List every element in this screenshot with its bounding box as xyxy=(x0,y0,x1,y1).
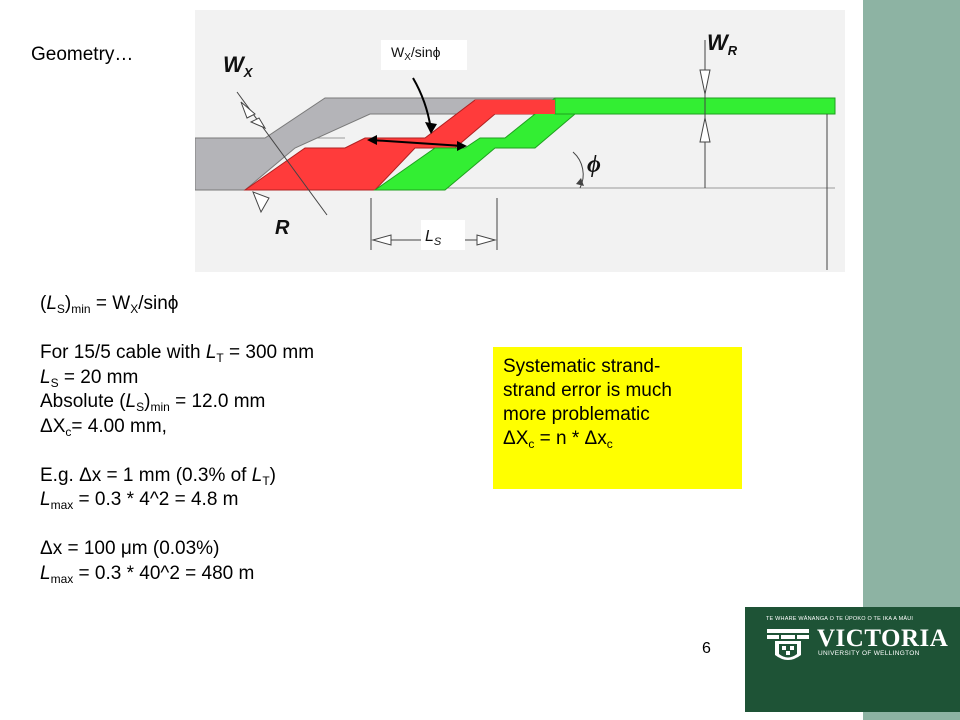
callout-arrow-icon xyxy=(425,122,437,134)
callout-line: strand error is much xyxy=(503,380,672,401)
callout-line: Systematic strand- xyxy=(503,356,661,377)
wx-sin-callout-label: WX/sinϕ xyxy=(391,44,441,63)
wr-arrow-icon xyxy=(699,117,711,143)
wx-arrow-icon xyxy=(249,117,267,130)
callout-formula: ΔXc = n * Δxc xyxy=(503,428,613,451)
callout-label-bg xyxy=(381,40,467,70)
logo-name: VICTORIA xyxy=(817,625,949,652)
ls-label: LS xyxy=(425,228,442,248)
wx-arrow-icon xyxy=(240,101,256,119)
double-arrow-head-icon xyxy=(457,141,467,151)
ls-min-formula: (LS)min = WX/sinϕ xyxy=(40,293,179,316)
delta-x-micron-line: Δx = 100 μm (0.03%) xyxy=(40,538,220,559)
cable-line: For 15/5 cable with LT = 300 mm xyxy=(40,342,315,365)
r-label: R xyxy=(275,217,290,239)
logo-subtitle: UNIVERSITY OF WELLINGTON xyxy=(818,650,920,657)
lmax-line-1: Lmax = 0.3 * 4^2 = 4.8 m xyxy=(40,489,239,512)
wr-arrow-icon xyxy=(699,69,711,95)
ls-label-bg xyxy=(421,220,465,250)
example-line: E.g. Δx = 1 mm (0.3% of LT) xyxy=(40,464,276,488)
phi-arrow-icon xyxy=(576,178,584,186)
logo-tagline: TE WHARE WĀNANGA O TE ŪPOKO O TE IKA A M… xyxy=(766,616,914,622)
body-text: (LS)min = WX/sinϕ For 15/5 cable with LT… xyxy=(40,292,314,586)
page-number: 6 xyxy=(702,640,711,657)
crest-icon xyxy=(767,629,809,660)
r-arrow-icon xyxy=(252,191,270,214)
systematic-error-callout: Systematic strand- strand error is much … xyxy=(493,347,742,489)
absolute-ls-min-line: Absolute (LS)min = 12.0 mm xyxy=(40,391,266,414)
delta-xc-line: ΔXc= 4.00 mm, xyxy=(40,415,167,439)
green-strand-top xyxy=(554,97,836,115)
ls-arrow-icon xyxy=(476,234,497,246)
ls-value-line: LS = 20 mm xyxy=(40,366,139,390)
wx-sin-double-arrow xyxy=(370,139,464,147)
red-strand-top xyxy=(475,100,555,114)
cable-geometry-diagram: WX WR R ϕ LS WX/sinϕ xyxy=(195,10,845,272)
wx-label: WX xyxy=(223,52,254,80)
sidebar-band xyxy=(863,0,960,720)
slide-title: Geometry… xyxy=(31,44,134,65)
ls-arrow-icon xyxy=(371,234,392,246)
wr-label: WR xyxy=(707,30,738,58)
victoria-logo xyxy=(745,607,960,712)
phi-label: ϕ xyxy=(587,152,601,178)
lmax-line-2: Lmax = 0.3 * 40^2 = 480 m xyxy=(40,562,255,586)
double-arrow-head-icon xyxy=(367,135,377,145)
callout-line: more problematic xyxy=(503,404,650,425)
